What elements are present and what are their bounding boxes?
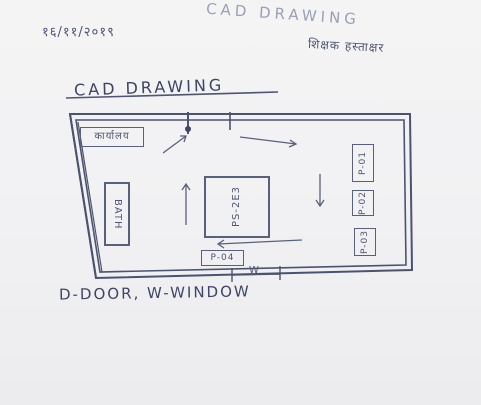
window-marker bbox=[231, 266, 281, 282]
right-box-1: P-01 bbox=[352, 144, 374, 182]
center-box: PS-2E3 bbox=[204, 176, 270, 238]
inner-wall bbox=[75, 119, 407, 273]
window-label: W bbox=[249, 265, 260, 276]
date-label: १६/११/२०१९ bbox=[42, 25, 115, 40]
flow-arrows bbox=[162, 135, 325, 249]
door-knob bbox=[185, 126, 191, 132]
bottom-label: P-04 bbox=[210, 252, 235, 263]
bottom-box: P-04 bbox=[201, 250, 244, 266]
bath-box: BATH bbox=[104, 182, 130, 246]
legend: D-DOOR, W-WINDOW bbox=[58, 282, 251, 304]
right-box-2-label: P-02 bbox=[357, 191, 368, 215]
right-box-3: P-03 bbox=[354, 228, 376, 256]
room-label-box: कार्यालय bbox=[80, 127, 144, 147]
bath-label: BATH bbox=[112, 198, 123, 230]
room-label: कार्यालय bbox=[94, 131, 130, 142]
heading-underline bbox=[65, 91, 279, 99]
right-box-3-label: P-03 bbox=[359, 230, 370, 254]
right-box-1-label: P-01 bbox=[357, 151, 368, 175]
right-box-2: P-02 bbox=[352, 190, 374, 216]
center-label: PS-2E3 bbox=[231, 186, 242, 228]
